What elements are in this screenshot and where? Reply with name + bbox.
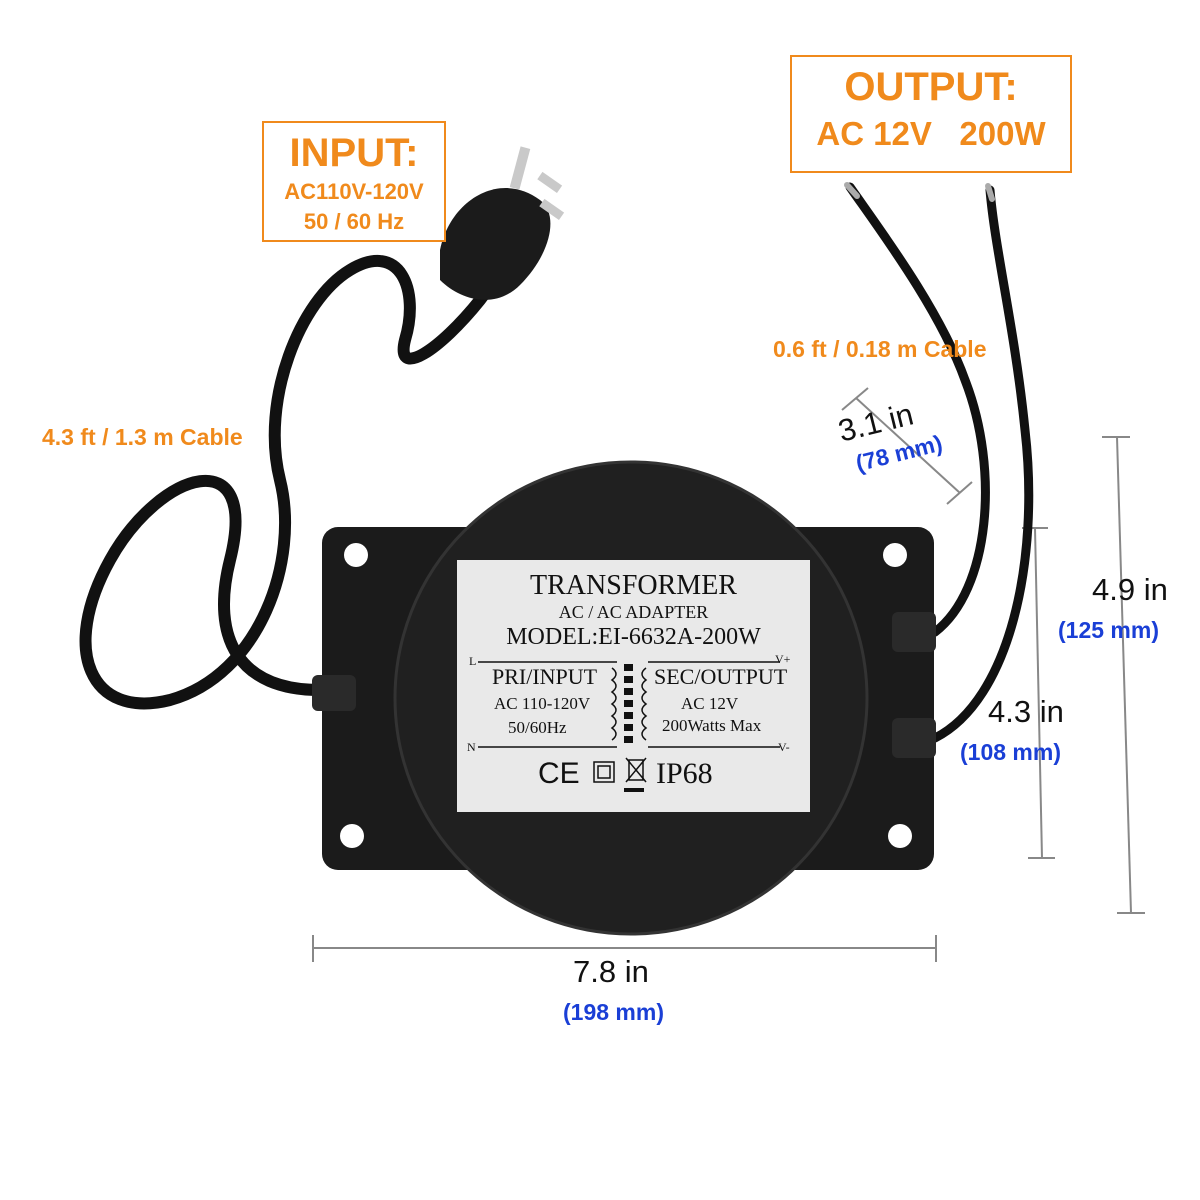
label-mark-vminus: V-: [778, 740, 790, 754]
core-bars: [624, 664, 644, 792]
sec-power: 200Watts Max: [662, 716, 762, 735]
label-mark-n: N: [467, 740, 476, 754]
inner-height-inches: 4.3 in: [988, 694, 1064, 729]
width-inches: 7.8 in: [573, 954, 649, 989]
ip-rating: IP68: [656, 757, 713, 790]
sec-voltage: AC 12V: [681, 694, 739, 713]
label-mark-l: L: [469, 654, 477, 668]
pri-voltage: AC 110-120V: [494, 694, 591, 713]
input-cord: [79, 229, 503, 710]
output-wires: [845, 182, 1034, 743]
sec-heading: SEC/OUTPUT: [654, 664, 788, 689]
label-title: TRANSFORMER: [530, 570, 737, 601]
ce-mark: CE: [538, 757, 580, 790]
input-frequency: 50 / 60 Hz: [303, 209, 405, 234]
output-heading: OUTPUT:: [844, 65, 1018, 109]
label-subtitle: AC / AC ADAPTER: [558, 602, 709, 622]
input-voltage: AC110V-120V: [284, 179, 424, 204]
dimension-lines: [312, 387, 1145, 962]
label-model: MODEL:EI-6632A-200W: [506, 624, 761, 650]
height-inches: 4.9 in: [1092, 572, 1168, 607]
output-cable-length: 0.6 ft / 0.18 m Cable: [773, 336, 987, 362]
pri-heading: PRI/INPUT: [492, 664, 598, 689]
input-heading: INPUT:: [289, 131, 419, 175]
label-plate: [457, 560, 810, 812]
output-spec-box: OUTPUT: AC 12V 200W: [790, 55, 1072, 173]
height-mm: (125 mm): [1058, 617, 1159, 643]
pri-frequency: 50/60Hz: [508, 718, 567, 737]
output-spec: AC 12V 200W: [816, 115, 1046, 152]
inner-height-mm: (108 mm): [960, 739, 1061, 765]
input-spec-box: INPUT: AC110V-120V 50 / 60 Hz: [262, 121, 446, 242]
label-mark-vplus: V+: [775, 652, 791, 666]
plug: [440, 146, 565, 300]
label-graphics: [478, 661, 780, 783]
width-mm: (198 mm): [563, 999, 664, 1025]
input-cable-length: 4.3 ft / 1.3 m Cable: [42, 424, 243, 450]
